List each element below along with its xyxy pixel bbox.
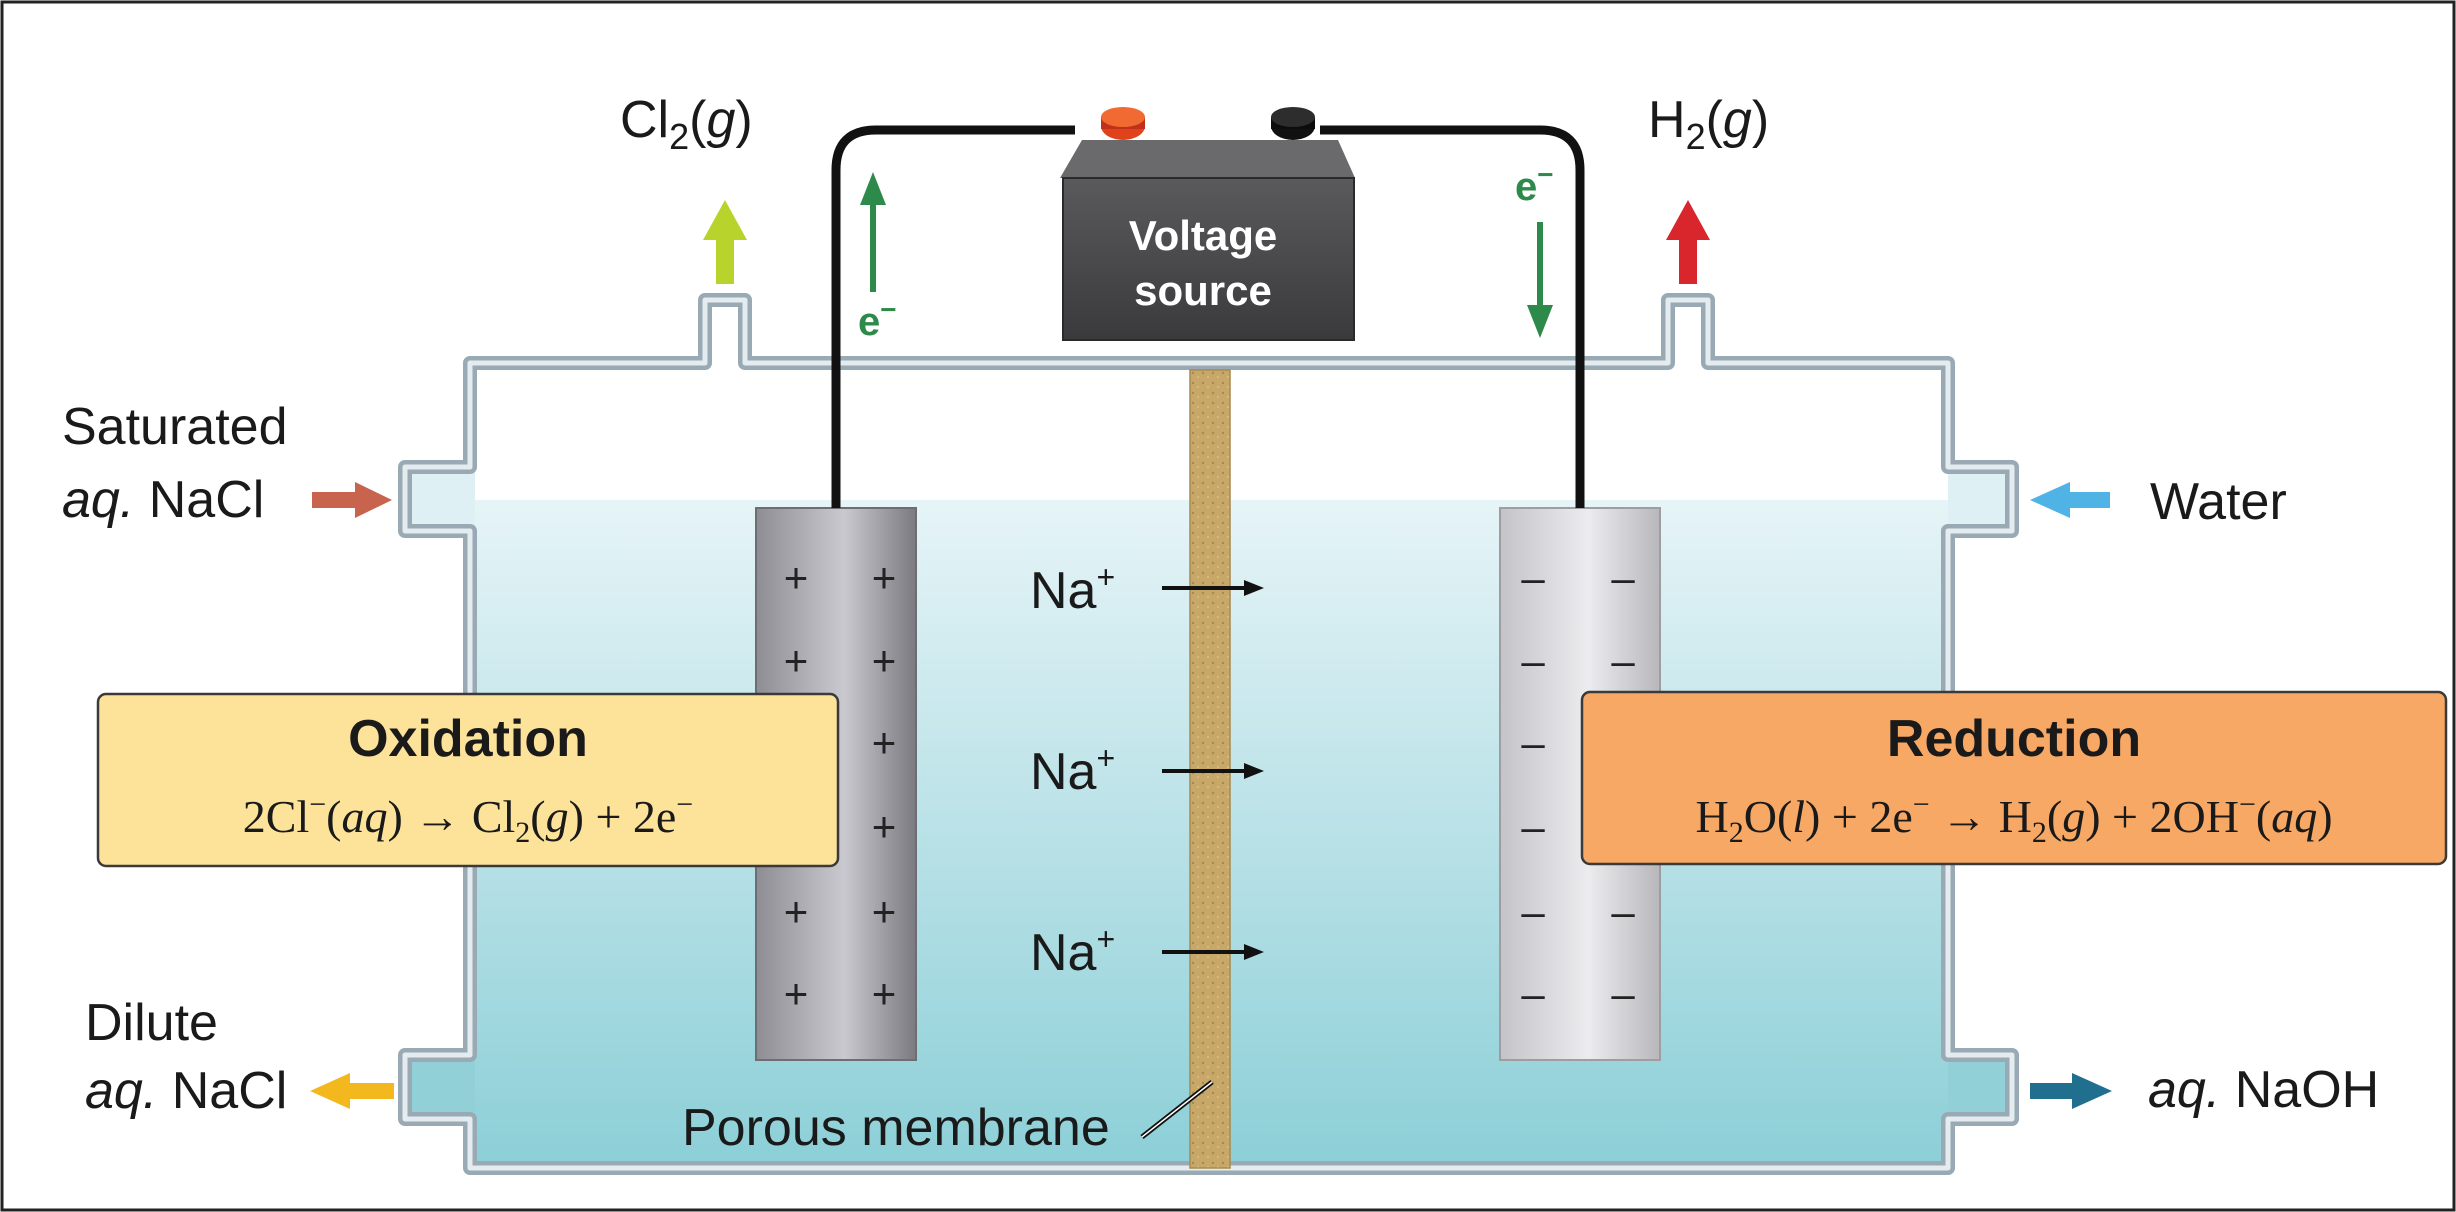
voltage-source-label-line2: source [1134,267,1272,314]
svg-text:Na+: Na+ [1030,740,1115,801]
tank-wall-inner [402,297,2015,1171]
porous-membrane-label: Porous membrane [682,1099,1110,1157]
electron-label-left: e− [858,294,897,344]
reduction-equation: H2O(l) + 2e− → H2(g) + 2OH−(aq) [1695,788,2332,849]
naoh-outlet-arrow [2030,1073,2112,1109]
anode-plus-sign-2-1: + [872,719,897,766]
oxidation-equation: 2Cl−(aq) → Cl2(g) + 2e− [243,788,693,849]
cathode-minus-sign-4-1: – [1611,888,1635,935]
dilute-label: Dilute [85,994,218,1052]
naoh-label: aq. NaOH [2148,1061,2379,1119]
oxidation-title: Oxidation [348,710,588,768]
voltage-source-label-line1: Voltage [1129,212,1278,259]
h2-arrow [1666,200,1710,284]
cathode-minus-sign-0-0: – [1521,554,1545,601]
water-inlet-arrow [2030,482,2110,518]
inlet-pipe-left-water [405,470,475,528]
cathode-minus-sign-0-1: – [1611,554,1635,601]
anode-plus-sign-4-1: + [872,888,897,935]
anode-plus-sign-5-0: + [784,970,809,1017]
cathode-minus-sign-4-0: – [1521,888,1545,935]
cl2-label: Cl2(g) [620,91,753,157]
anode-plus-sign-1-0: + [784,637,809,684]
wire-left [831,125,1075,508]
electron-arrow-up [860,172,886,292]
cathode-minus-sign-5-0: – [1521,970,1545,1017]
cathode-minus-sign-1-0: – [1521,637,1545,684]
anode-plus-sign-4-0: + [784,888,809,935]
reduction-box: Reduction H2O(l) + 2e− → H2(g) + 2OH−(aq… [1580,690,2448,866]
cathode-minus-sign-2-0: – [1521,719,1545,766]
electron-arrow-down [1527,222,1553,338]
h2-label: H2(g) [1648,91,1769,157]
svg-text:Na+: Na+ [1030,559,1115,620]
anode-plus-sign-5-1: + [872,970,897,1017]
saturated-label: Saturated [62,398,288,456]
cathode-minus-sign-3-0: – [1521,803,1545,850]
cl2-arrow [703,200,747,284]
saturated-aq-nacl-label: aq. NaCl [62,471,264,529]
oxidation-box: Oxidation 2Cl−(aq) → Cl2(g) + 2e− [96,692,840,868]
dilute-outlet-arrow [310,1073,394,1109]
anode-plus-sign-0-1: + [872,554,897,601]
dilute-aq-nacl-label: aq. NaCl [85,1062,287,1120]
anode-plus-sign-0-0: + [784,554,809,601]
cathode-minus-sign-1-1: – [1611,637,1635,684]
outlet-pipe-left-water [405,1058,475,1116]
anode-plus-sign-1-1: + [872,637,897,684]
sodium-ion-3: Na+ [1030,921,1264,982]
sodium-ion-1: Na+ [1030,559,1264,620]
voltage-source: Voltage source [1060,107,1355,341]
anode-plus-sign-3-1: + [872,803,897,850]
reduction-title: Reduction [1887,710,2141,768]
cathode-minus-sign-5-1: – [1611,970,1635,1017]
sodium-ion-2: Na+ [1030,740,1264,801]
saturated-inlet-arrow [312,482,392,518]
electron-label-right: e− [1515,159,1554,209]
svg-text:Na+: Na+ [1030,921,1115,982]
water-label: Water [2150,473,2287,531]
wire-right [1320,125,1585,508]
